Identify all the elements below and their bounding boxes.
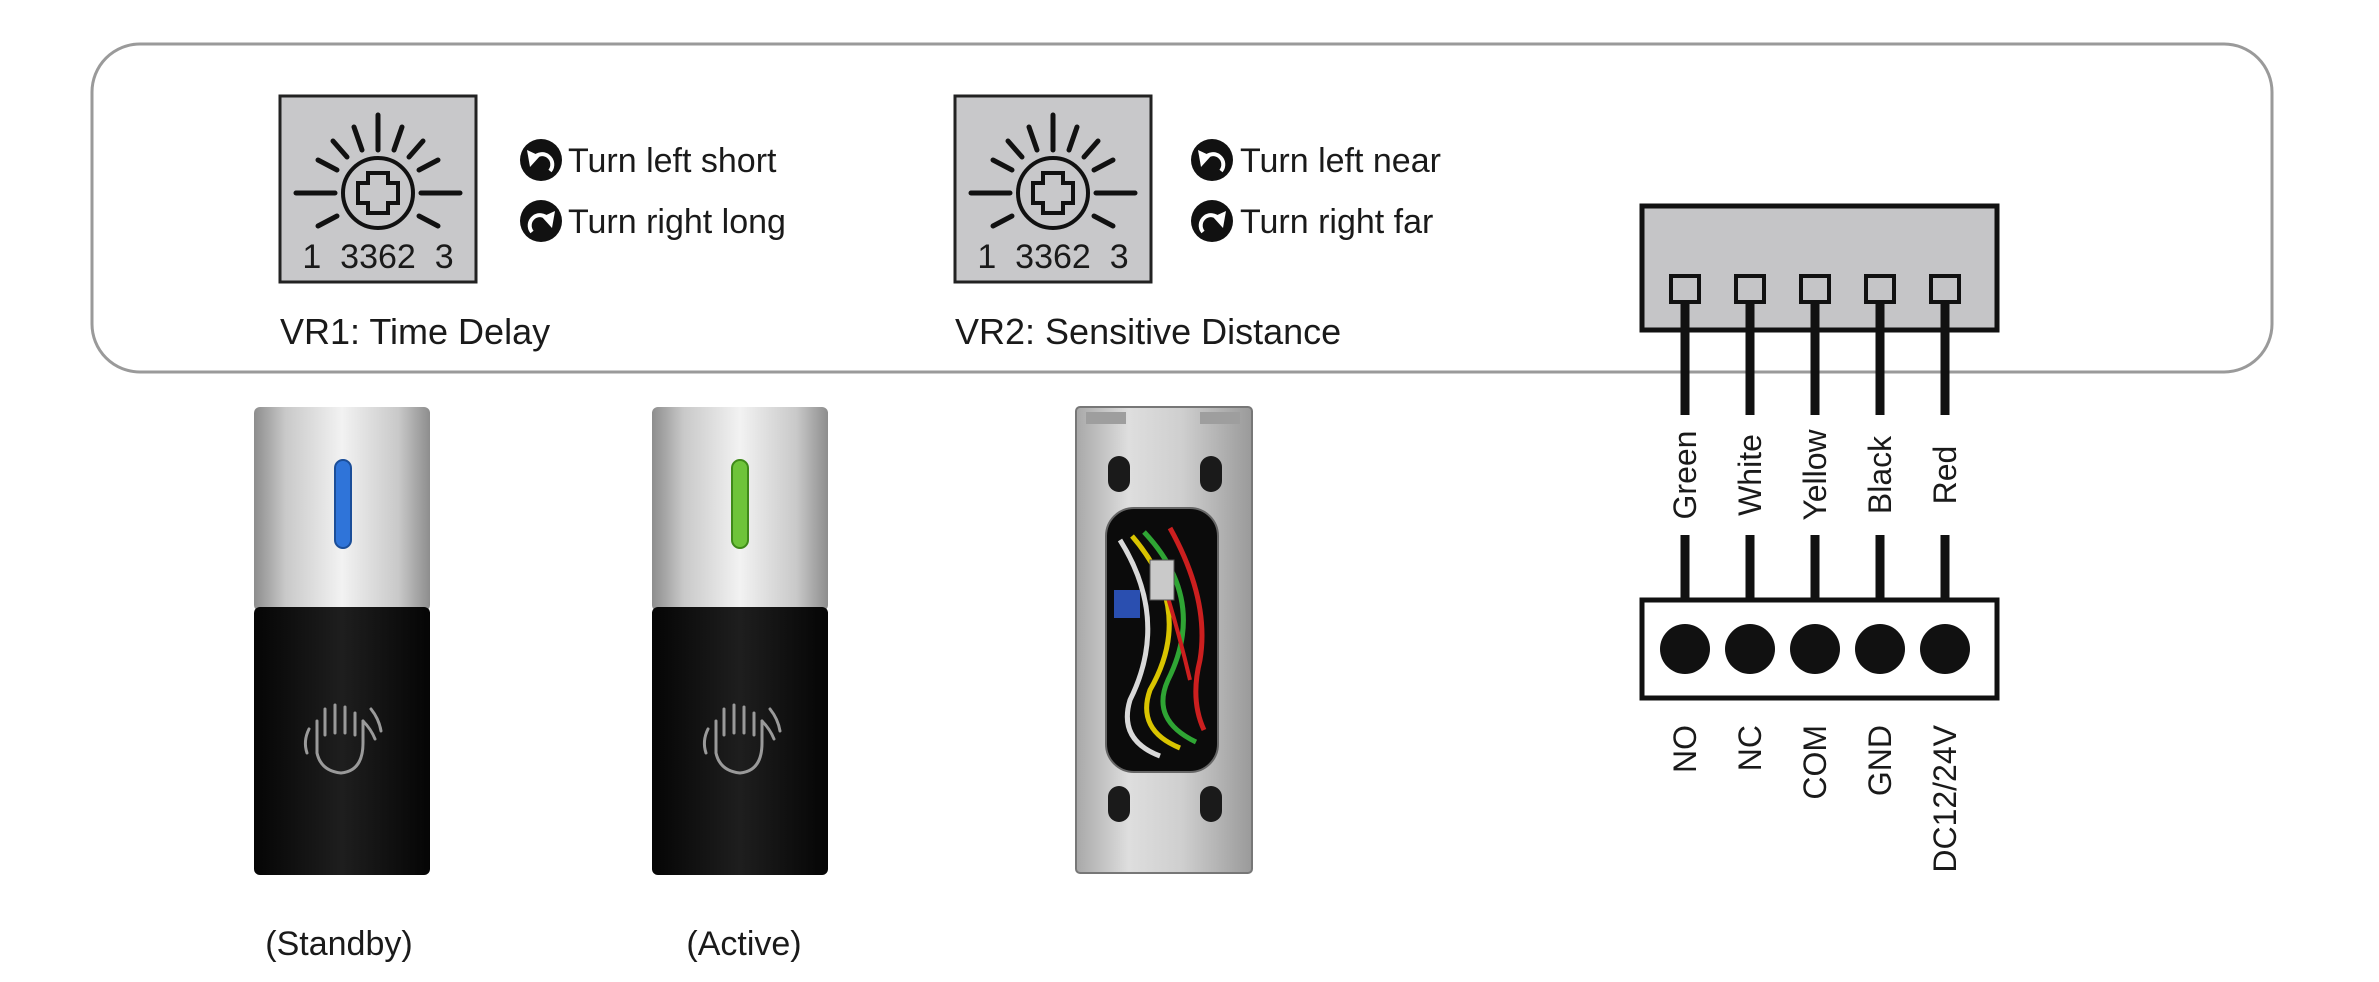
terminal-label: NC [1732,725,1768,771]
vr1-group: 1 3362 3 VR1: Time Delay Turn left short… [278,94,786,352]
wire-label: White [1732,434,1768,516]
vr1-caption: VR1: Time Delay [280,311,550,352]
terminal-screw-2 [1725,624,1775,674]
vr2-turn-right-row: Turn right far [1191,200,1433,242]
rotate-left-icon [520,139,562,181]
wires [1680,302,1950,600]
vr2-potentiometer: 1 3362 3 [953,94,1153,284]
vr1-potentiometer: 1 3362 3 [278,94,478,284]
vr1-turn-left-row: Turn left short [520,139,777,181]
vr2-cross-screw-icon [1031,171,1075,215]
wire-label: Red [1927,446,1963,505]
back-plate-photo [1075,406,1253,874]
vr1-turn-left-label: Turn left short [568,142,777,180]
terminal-screw-3 [1790,624,1840,674]
wire-label: Green [1667,431,1703,520]
rotate-right-icon [520,200,562,242]
terminal-labels: NO NC COM GND DC12/24V [1667,724,1963,872]
connector-pin-2 [1734,274,1766,304]
connector-pin-3 [1799,274,1831,304]
terminal-screw-1 [1660,624,1710,674]
terminal-label: GND [1862,725,1898,796]
terminal-screw-5 [1920,624,1970,674]
terminal-label: COM [1797,725,1833,800]
active-device [652,407,828,875]
wire-color-labels: Green White Yellow Black Red [1667,428,1963,520]
settings-panel [90,42,2274,374]
vr2-turn-left-label: Turn left near [1240,142,1441,180]
standby-led [334,459,352,549]
connector-pin-5 [1929,274,1961,304]
vr2-group: 1 3362 3 VR2: Sensitive Distance Turn le… [953,94,1441,352]
terminal-screws [1660,624,1970,674]
vr2-turn-left-row: Turn left near [1191,139,1441,181]
rotate-left-icon [1191,139,1233,181]
vr1-sunburst [293,112,463,229]
wire-label: Black [1862,435,1898,514]
connector-pin-4 [1864,274,1896,304]
hand-wave-icon [702,703,782,775]
wire-label: Yellow [1797,428,1833,520]
connector-pin-1 [1669,274,1701,304]
rotate-right-icon [1191,200,1233,242]
vr2-turn-right-label: Turn right far [1240,203,1433,241]
vr1-pot-label: 1 3362 3 [302,238,453,276]
vr1-turn-right-row: Turn right long [520,200,786,242]
vr2-sunburst [968,112,1138,229]
active-led [731,459,749,549]
terminal-label: DC12/24V [1927,724,1963,872]
standby-caption: (Standby) [265,925,412,963]
standby-device [254,407,430,875]
terminal-screw-4 [1855,624,1905,674]
terminal-label: NO [1667,725,1703,773]
vr1-turn-right-label: Turn right long [568,203,786,241]
hand-wave-icon [303,703,383,775]
active-caption: (Active) [686,925,801,963]
vr1-cross-screw-icon [356,171,400,215]
vr2-caption: VR2: Sensitive Distance [955,311,1341,352]
vr2-pot-label: 1 3362 3 [977,238,1128,276]
